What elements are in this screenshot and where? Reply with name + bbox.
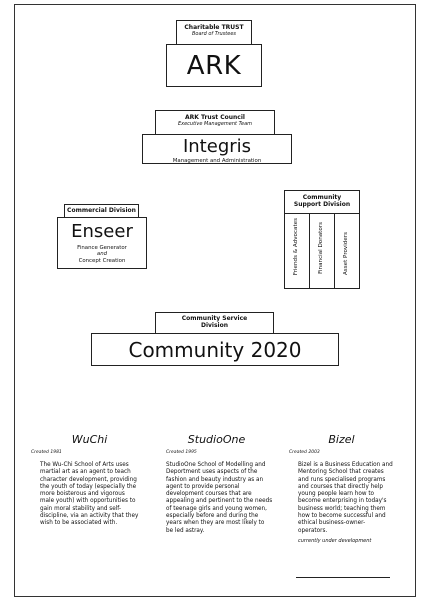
integris-box: Integris Management and Administration: [142, 134, 292, 164]
school-created: Created 1995: [166, 450, 197, 455]
enseer-line-1: Finance Generator: [77, 245, 127, 251]
school-panel-wuchi: WuChi Created 1981 The Wu-Chi School of …: [27, 434, 152, 594]
support-column-label: Financial Donators: [318, 222, 324, 274]
school-description: Bizel is a Business Education and Mentor…: [298, 461, 393, 534]
school-title: Bizel: [328, 433, 355, 446]
integris-description: Management and Administration: [172, 158, 262, 164]
school-created: Created 1981: [31, 450, 62, 455]
support-column-donators: Financial Donators: [310, 214, 335, 288]
community-title: Community 2020: [128, 338, 302, 362]
service-heading-box: Community Service Division: [155, 312, 274, 334]
support-column-label: Friends & Advocates: [293, 218, 299, 276]
enseer-line-2: and: [96, 251, 108, 258]
council-title: ARK Trust Council: [185, 114, 245, 121]
school-note: currently under development: [298, 537, 372, 544]
ark-box: ARK: [166, 44, 262, 87]
school-panel-studioone: StudioOne Created 1995 StudioOne School …: [152, 434, 281, 594]
support-title-line-2: Support Division: [293, 200, 351, 208]
support-column-label: Asset Providers: [343, 232, 349, 276]
school-panel-bizel: Bizel Created 2003 Bizel is a Business E…: [281, 434, 402, 594]
school-title: StudioOne: [187, 433, 246, 446]
trust-heading-box: Charitable TRUST Board of Trustees: [176, 20, 252, 45]
commercial-heading-box: Commercial Division: [64, 204, 139, 218]
bizel-underline-divider: [296, 577, 390, 578]
enseer-box: Enseer Finance Generator and Concept Cre…: [57, 217, 147, 269]
diagram-page: [14, 4, 416, 597]
trust-title: Charitable TRUST: [184, 24, 244, 31]
ark-title: ARK: [186, 51, 242, 81]
support-column-friends: Friends & Advocates: [285, 214, 310, 288]
school-title: WuChi: [71, 433, 108, 446]
support-title-line-1: Community: [302, 194, 342, 201]
support-column-assets: Asset Providers: [335, 214, 359, 288]
service-title-line-1: Community Service: [181, 315, 248, 322]
council-heading-box: ARK Trust Council Executive Management T…: [155, 110, 275, 135]
enseer-title: Enseer: [71, 221, 133, 242]
school-created: Created 2003: [289, 450, 320, 455]
enseer-line-3: Concept Creation: [78, 257, 126, 264]
trust-subtitle: Board of Trustees: [192, 30, 236, 37]
school-description: StudioOne School of Modelling and Deport…: [166, 461, 273, 534]
commercial-title: Commercial Division: [67, 207, 136, 214]
integris-title: Integris: [182, 136, 252, 157]
council-subtitle: Executive Management Team: [177, 120, 253, 127]
support-columns-box: Friends & Advocates Financial Donators A…: [284, 213, 360, 289]
support-heading-box: Community Support Division: [284, 190, 360, 214]
service-title-line-2: Division: [200, 321, 229, 329]
school-description: The Wu-Chi School of Arts uses martial a…: [40, 461, 139, 527]
community-box: Community 2020: [91, 333, 339, 366]
